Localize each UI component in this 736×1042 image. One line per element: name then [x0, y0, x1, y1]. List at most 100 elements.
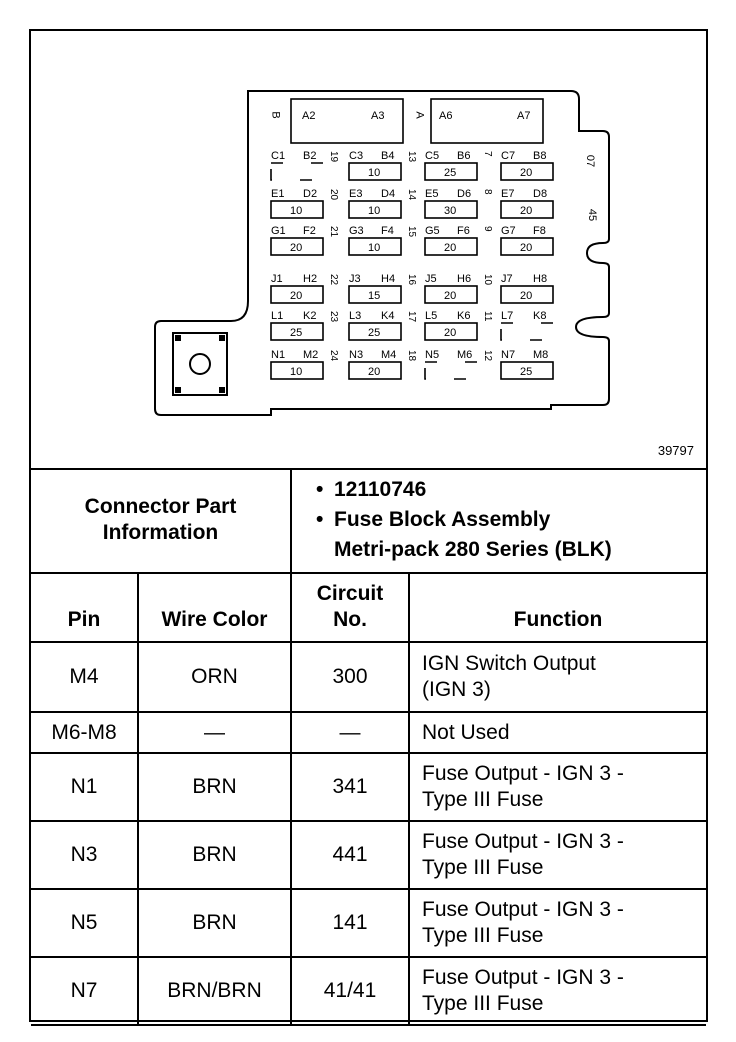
connector-knob-box [172, 332, 228, 396]
fuse-right-label: H2 [303, 273, 317, 285]
fuse-rect [500, 361, 554, 380]
fuse-right-label: B2 [303, 150, 316, 162]
fuse-number: 17 [406, 311, 417, 323]
fuse-number: 12 [482, 350, 493, 362]
fuse-rect [500, 162, 554, 181]
connector-info-label: Connector Part Information [31, 468, 292, 574]
relay-label-a6: A6 [439, 110, 453, 122]
fuse-left-label: N7 [501, 349, 515, 361]
fuse-number: 23 [328, 311, 339, 323]
fuse-amp: 20 [444, 327, 456, 339]
fuse-rect [348, 322, 402, 341]
function-line-2: Type III Fuse [422, 788, 544, 811]
cell-pin: M6-M8 [31, 712, 139, 754]
fuse-right-label: D6 [457, 188, 471, 200]
fuse-rect [500, 322, 554, 341]
fuse-right-label: K4 [381, 310, 394, 322]
fuse-rect [270, 285, 324, 304]
fuse-slot: N1 M2 24 10 [270, 349, 339, 380]
fuse-rect [424, 200, 478, 219]
fuse-amp: 10 [368, 205, 380, 217]
fuse-left-label: N3 [349, 349, 363, 361]
function-line-2: Type III Fuse [422, 924, 544, 947]
top-label-b: B [269, 111, 282, 119]
fuse-left-label: L1 [271, 310, 283, 322]
cell-pin: N7 [31, 957, 139, 1026]
connector-info-row: Connector Part Information 12110746 Fuse… [31, 468, 706, 574]
fuse-amp: 20 [444, 290, 456, 302]
fuse-number: 18 [406, 350, 417, 362]
fuse-right-label: B4 [381, 150, 394, 162]
fuse-right-label: M4 [381, 349, 396, 361]
fuse-left-label: J5 [425, 273, 437, 285]
fuse-number: 7 [482, 151, 493, 157]
fuse-left-label: E1 [271, 188, 284, 200]
fuse-amp: 25 [290, 327, 302, 339]
fuse-amp: 10 [290, 366, 302, 378]
cell-wire-color: BRN [138, 889, 292, 958]
fuse-amp: 30 [444, 205, 456, 217]
fuse-amp: 20 [520, 167, 532, 179]
side-label-45: 45 [586, 208, 599, 222]
header-wire-color: Wire Color [138, 573, 292, 643]
fuse-left-label: E7 [501, 188, 514, 200]
fuse-rect [348, 285, 402, 304]
cell-circuit: 300 [291, 642, 410, 713]
fuse-rect [424, 361, 478, 380]
fuse-right-label: D4 [381, 188, 395, 200]
fuse-amp: 15 [368, 290, 380, 302]
connector-knob-circle [189, 353, 211, 375]
fuse-right-label: K6 [457, 310, 470, 322]
fuse-rect [424, 162, 478, 181]
fuse-number: 24 [328, 350, 339, 362]
fuse-number: 13 [406, 151, 417, 163]
fuse-left-label: L5 [425, 310, 437, 322]
fuse-block-outline [154, 90, 610, 416]
fuse-left-label: C5 [425, 150, 439, 162]
fuse-amp: 10 [368, 167, 380, 179]
fuse-number: 19 [328, 151, 339, 163]
top-label-a: A [413, 111, 426, 119]
fuse-rect [424, 322, 478, 341]
function-line-1: Fuse Output - IGN 3 - [422, 898, 624, 921]
fuse-number: 9 [482, 226, 493, 232]
fuse-rect [270, 162, 324, 181]
fuse-left-label: N1 [271, 349, 285, 361]
cell-function: Fuse Output - IGN 3 - Type III Fuse [409, 889, 706, 958]
relay-a2-a3 [290, 98, 404, 144]
fuse-right-label: F6 [457, 225, 470, 237]
cell-circuit: — [291, 712, 410, 754]
cell-pin: N3 [31, 821, 139, 890]
part-number: 12110746 [316, 475, 705, 505]
fuse-rect [500, 237, 554, 256]
fuse-number: 14 [406, 189, 417, 201]
fuse-right-label: M2 [303, 349, 318, 361]
cell-pin: N5 [31, 889, 139, 958]
fuse-rect [424, 285, 478, 304]
function-line-1: Fuse Output - IGN 3 - [422, 966, 624, 989]
fuse-amp: 20 [290, 290, 302, 302]
connector-table: Connector Part Information 12110746 Fuse… [31, 468, 706, 1026]
cell-pin: N1 [31, 753, 139, 822]
fuse-rect [348, 200, 402, 219]
function-line-1: Fuse Output - IGN 3 - [422, 830, 624, 853]
fuse-number: 22 [328, 274, 339, 286]
function-line-1: Not Used [422, 720, 510, 744]
fuse-number: 16 [406, 274, 417, 286]
